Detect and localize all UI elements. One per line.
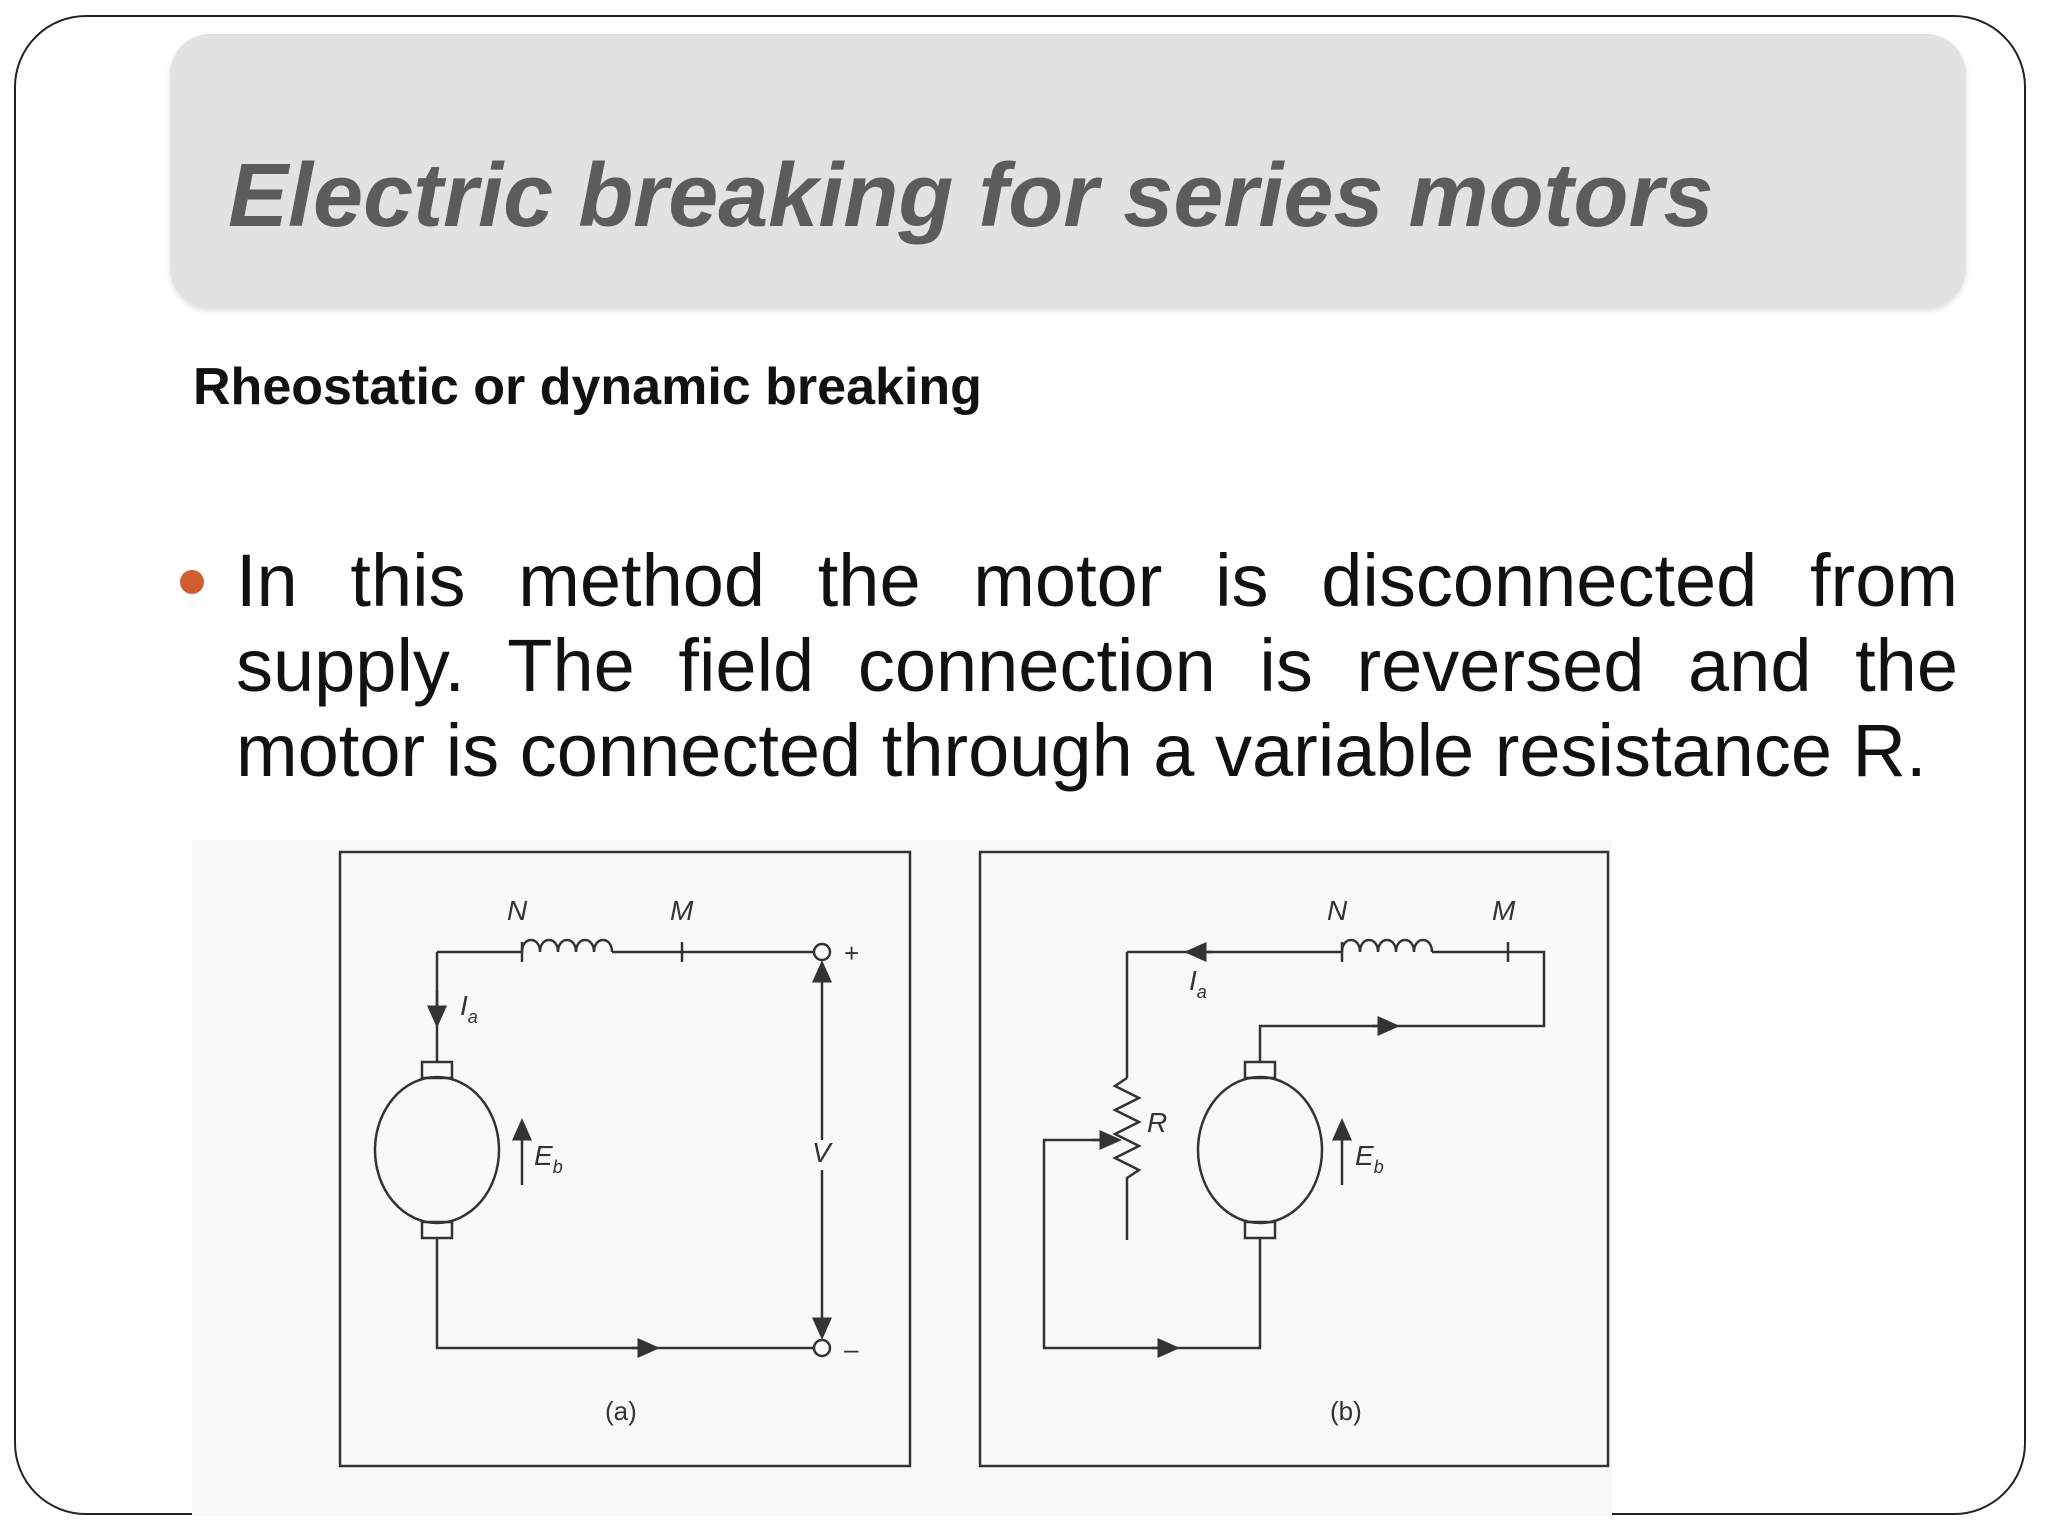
circuit-diagrams-svg: N M Ia Eb V + – (a) — [338, 850, 1610, 1468]
diagram-a-field-coil — [520, 938, 614, 953]
diagram-b-caption: (b) — [1330, 1396, 1362, 1426]
diagram-a-terminal-minus — [812, 1338, 832, 1358]
bullet-text: In this method the motor is disconnected… — [236, 539, 1958, 792]
title-bar — [170, 34, 1966, 308]
diagram-a-bottom-wire — [435, 1238, 814, 1350]
diagram-b-frame — [978, 850, 1610, 1468]
diagram-a-label-n: N — [507, 895, 528, 926]
diagram-b-labels: N M Ia Eb R (b) — [1147, 895, 1516, 1426]
diagram-a-brush-bottom — [420, 1220, 454, 1240]
diagram-b-label-m: M — [1492, 895, 1516, 926]
diagram-b-label-ia: Ia — [1189, 965, 1207, 1002]
diagram-b-brush-top — [1243, 1060, 1277, 1080]
diagram-a-label-minus: – — [844, 1334, 859, 1364]
diagram-a-frame — [338, 850, 912, 1468]
diagram-a — [338, 850, 912, 1468]
diagram-a-label-plus: + — [844, 938, 859, 968]
diagram-b-field-coil — [1340, 938, 1434, 953]
circuit-figure: N M Ia Eb V + – (a) — [192, 840, 1612, 1516]
diagram-a-label-m: M — [670, 895, 694, 926]
diagram-b-brush-bottom — [1243, 1220, 1277, 1240]
slide-subtitle: Rheostatic or dynamic breaking — [193, 358, 982, 416]
diagram-b-label-r: R — [1147, 1107, 1167, 1138]
diagram-b-motor — [1196, 1075, 1324, 1225]
diagram-a-labels: N M Ia Eb V + – (a) — [460, 895, 859, 1426]
slide-title: Electric breaking for series motors — [228, 146, 1714, 246]
diagram-b — [978, 850, 1610, 1468]
diagram-b-resistor — [1112, 1076, 1142, 1240]
diagram-a-terminal-plus — [812, 942, 832, 962]
diagram-a-label-ia: Ia — [460, 990, 478, 1027]
diagram-a-label-v: V — [812, 1137, 833, 1168]
diagram-b-right-loop-wire — [1258, 950, 1546, 1062]
diagram-a-caption: (a) — [605, 1396, 637, 1426]
diagram-a-label-eb: Eb — [534, 1140, 563, 1177]
diagram-b-label-eb: Eb — [1355, 1140, 1384, 1177]
diagram-b-label-n: N — [1327, 895, 1348, 926]
diagram-b-bottom-wire — [1042, 1138, 1262, 1350]
bullet-dot-icon — [180, 570, 204, 594]
diagram-a-motor — [373, 1075, 501, 1225]
diagram-a-brush-top — [420, 1060, 454, 1080]
